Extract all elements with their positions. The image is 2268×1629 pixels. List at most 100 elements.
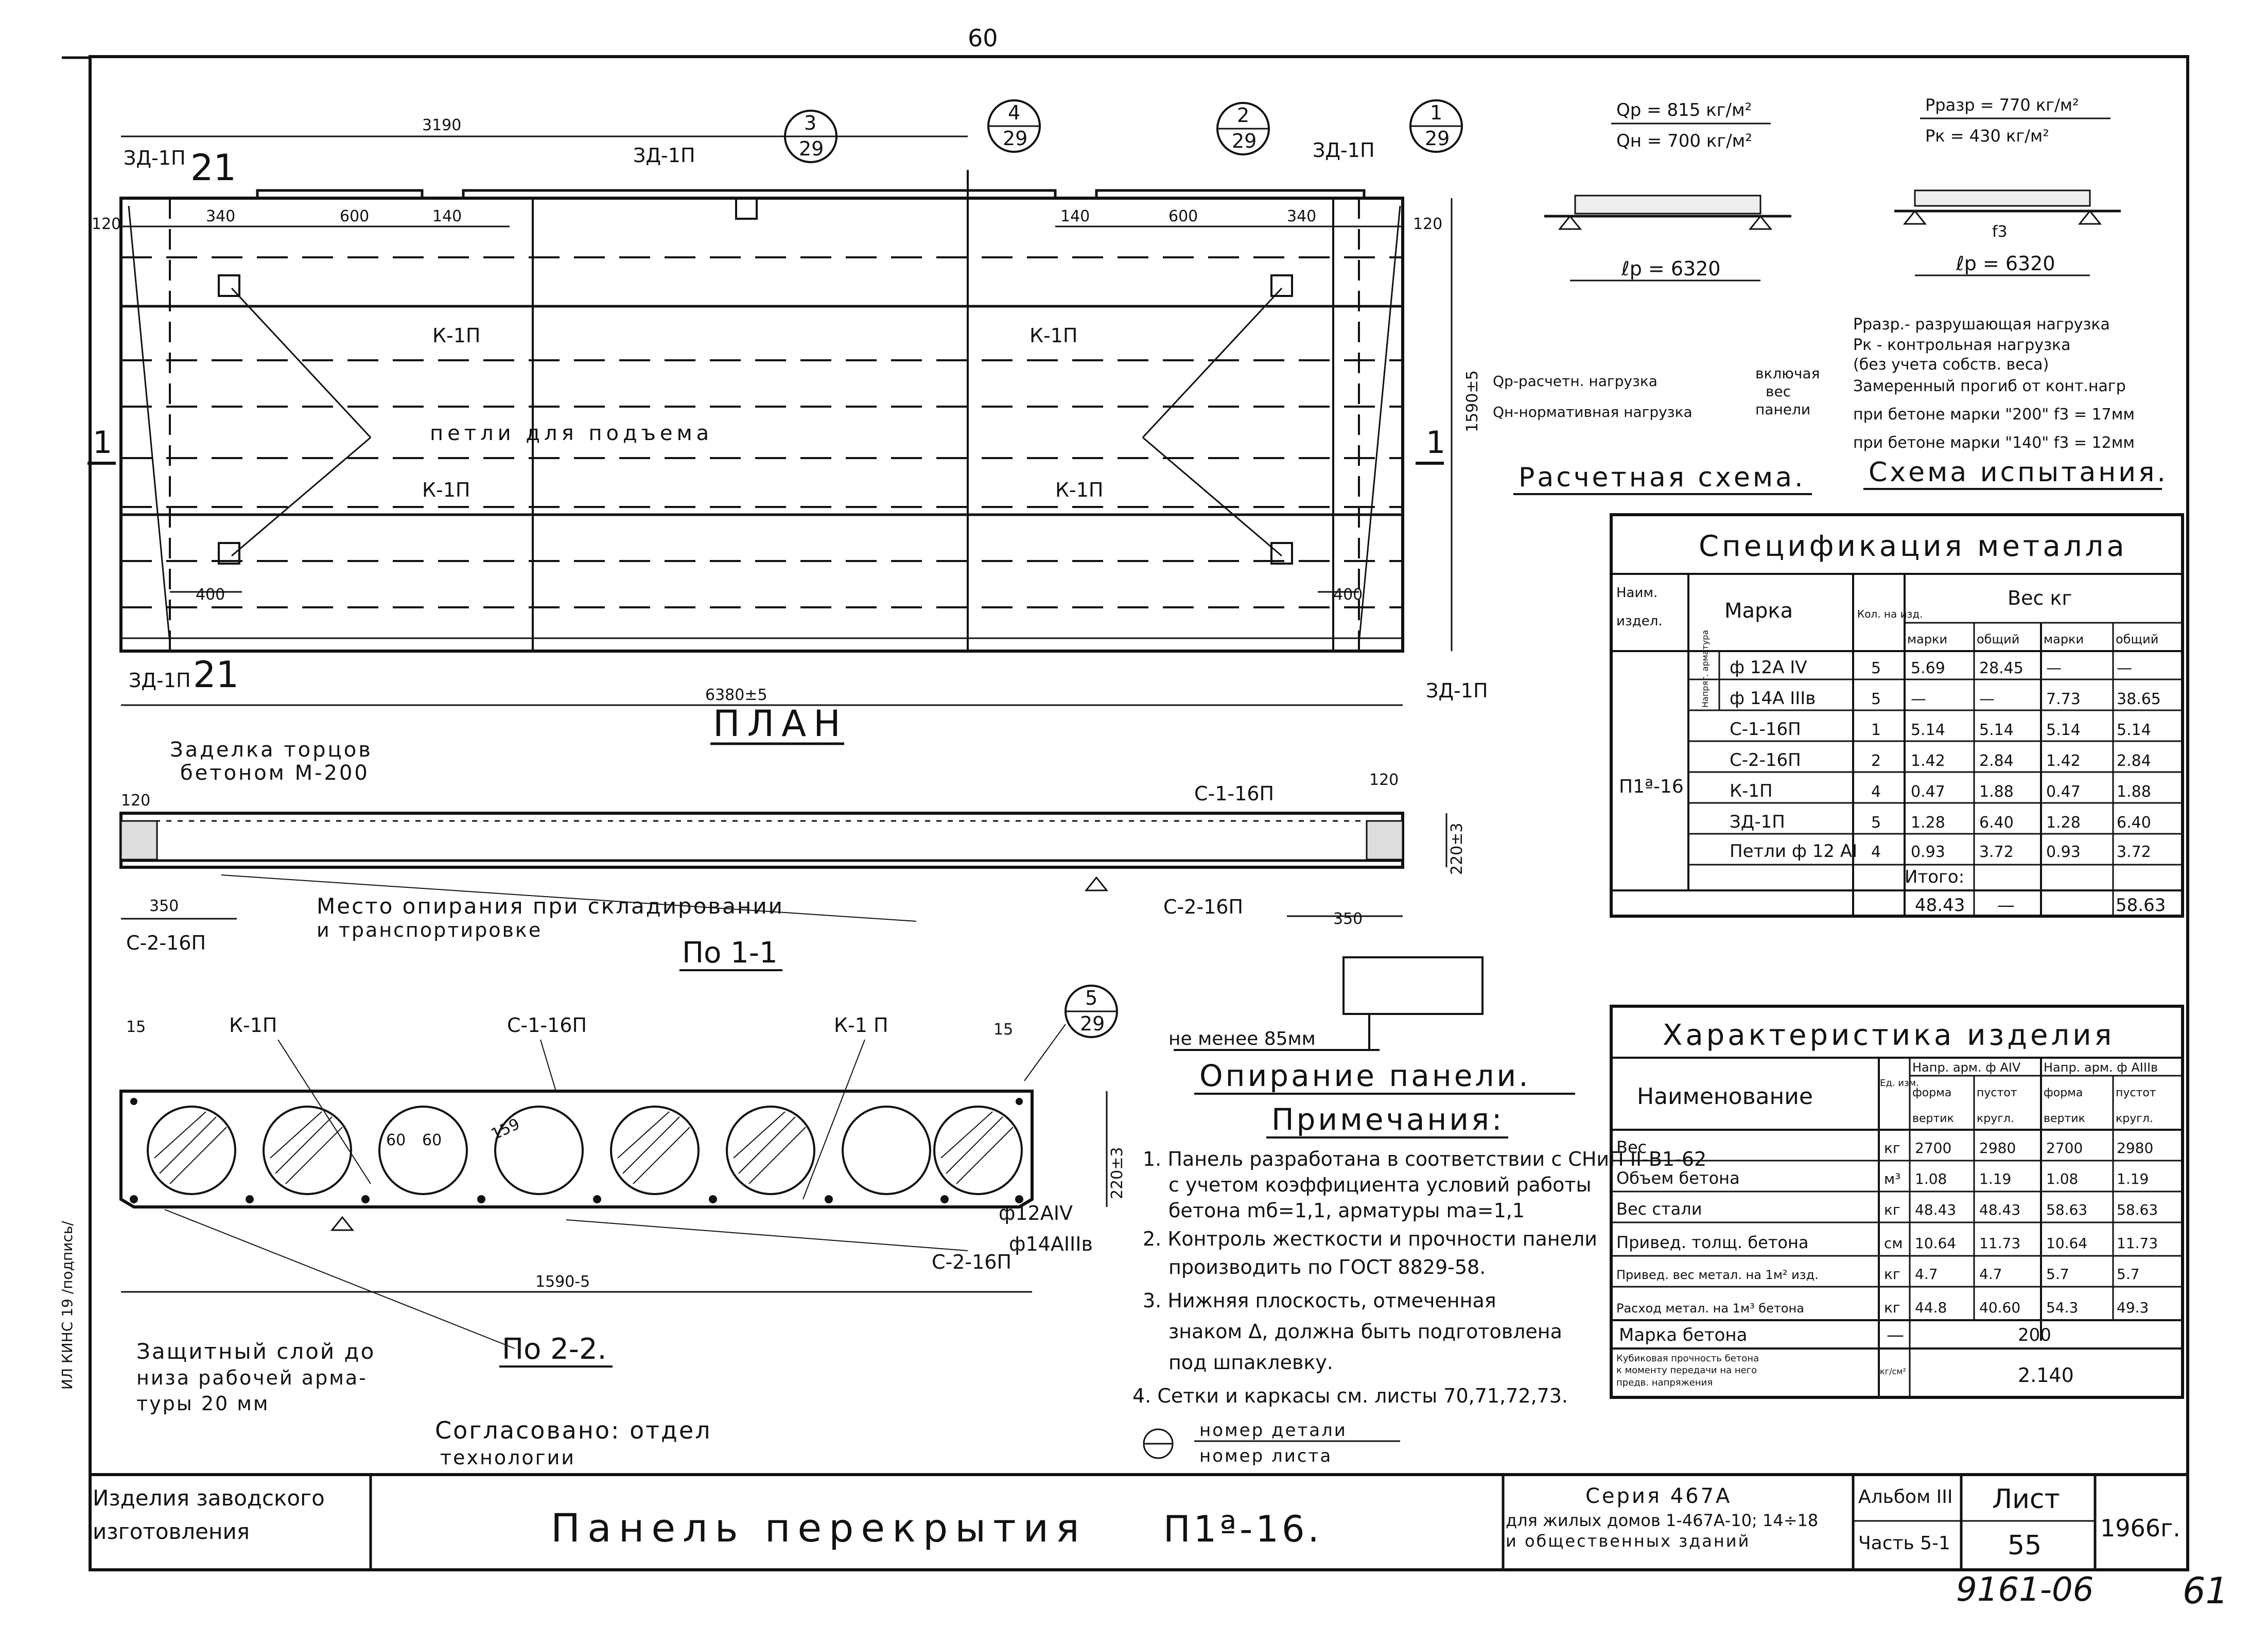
calc-title: Расчетная схема. <box>1519 462 1805 493</box>
sub-void-2: пустот <box>2116 1087 2156 1099</box>
spec-cell: ф 14А IIIв <box>1730 688 1816 709</box>
char-cell: м³ <box>1884 1170 1900 1187</box>
end-seal-left <box>120 820 158 861</box>
char-cell: 2700 <box>2046 1140 2083 1157</box>
dim-340-right: 340 <box>1287 207 1316 225</box>
loop-diagonals <box>128 205 1401 644</box>
load-block <box>1574 195 1761 215</box>
head-b: Напр. арм. ф АIIIв <box>2044 1060 2158 1075</box>
char-title: Характеристика изделия <box>1663 1019 2115 1052</box>
voids <box>147 1106 1023 1195</box>
test-note: (без учета собств. веса) <box>1853 356 2049 374</box>
callout-5-29: 5 29 <box>1065 985 1118 1038</box>
char-cell: 48.43 <box>1979 1201 2020 1218</box>
dim-120-right: 120 <box>1413 215 1442 233</box>
tb-part: Часть 5-1 <box>1858 1533 1950 1554</box>
spec-cell: 0.93 <box>1911 843 1945 861</box>
tb-left: Изделия заводского <box>93 1485 325 1511</box>
char-cell: 2700 <box>1915 1140 1951 1157</box>
side-stamp: ИЛ КИНС 19 /подпись/ <box>59 1221 76 1390</box>
char-cell: Расход метал. на 1м³ бетона <box>1616 1301 1804 1316</box>
calc-qn: Qн = 700 кг/м² <box>1616 131 1752 151</box>
dim-600-right: 600 <box>1168 207 1198 225</box>
spec-cell: 4 <box>1871 843 1881 861</box>
dim-width: 1590-5 <box>535 1273 590 1291</box>
dim-120-left: 120 <box>121 792 150 810</box>
strength-unit: кг/см² <box>1880 1367 1906 1376</box>
label-k1p-right: К-1 П <box>834 1014 888 1037</box>
char-cell: кг <box>1884 1299 1900 1316</box>
spec-cell: 1.42 <box>2046 752 2081 770</box>
lifting-loop <box>218 274 240 297</box>
tb-series-3: и общественных зданий <box>1506 1531 1750 1551</box>
spec-cell: 1.28 <box>2046 814 2081 832</box>
approved-label: Согласовано: отдел <box>435 1416 712 1444</box>
label-k1p: К-1П <box>432 324 480 347</box>
page-number: 60 <box>968 24 998 52</box>
spec-cell: 2 <box>1871 752 1881 770</box>
page-number-right: 61 <box>2183 1570 2228 1612</box>
legend-top: номер детали <box>1199 1420 1347 1441</box>
char-cell: см <box>1884 1235 1903 1252</box>
char-cell: кг <box>1884 1140 1900 1157</box>
spec-cell: 1.88 <box>1979 783 2014 801</box>
plan-top-edge <box>121 189 1366 200</box>
tb-name: Панель перекрытия <box>551 1505 1087 1551</box>
end-seal-label-2: бетоном М-200 <box>180 761 370 785</box>
spec-cell: 38.65 <box>2117 690 2161 708</box>
sheet-frame <box>89 55 2189 1571</box>
char-cell: 58.63 <box>2117 1201 2158 1218</box>
svg-text:29: 29 <box>799 137 824 160</box>
head-w-mark: марки <box>1907 632 1947 646</box>
spec-cell: 5.14 <box>1979 721 2014 739</box>
dim-60b: 60 <box>422 1131 442 1149</box>
section-height: 220±3 <box>1108 1147 1126 1199</box>
approved-label-2: технологии <box>440 1446 575 1469</box>
section-2-title: По 2-2. <box>502 1333 606 1366</box>
spec-cell: 6.40 <box>1979 814 2014 832</box>
calc-span: ℓр = 6320 <box>1621 257 1721 280</box>
label-zd-top-right: ЗД-1П <box>1313 139 1375 162</box>
sub-form-2: форма <box>2044 1087 2083 1099</box>
strength-value: 2.140 <box>2018 1364 2074 1387</box>
label-zd-bottom-right: ЗД-1П <box>1426 679 1488 702</box>
char-cell: кг <box>1884 1201 1900 1218</box>
spec-cell: 28.45 <box>1979 659 2023 677</box>
dim-120-right: 120 <box>1369 771 1399 789</box>
support-left <box>1903 209 1927 225</box>
spec-cell: — <box>1979 690 1995 708</box>
char-cell: 5.7 <box>2117 1266 2140 1283</box>
dim-width: 1590±5 <box>1463 370 1481 432</box>
total-w3: 58.63 <box>2116 895 2166 916</box>
svg-text:1: 1 <box>1430 101 1442 124</box>
char-cell: 48.43 <box>1915 1201 1956 1218</box>
tb-mark: П1ª-16. <box>1163 1508 1322 1550</box>
spec-cell: С-2-16П <box>1730 750 1801 770</box>
head-w-total-2: общий <box>2116 632 2158 646</box>
dim-340-left: 340 <box>206 207 235 225</box>
svg-text:2: 2 <box>1237 104 1249 127</box>
char-cell: 40.60 <box>1979 1299 2020 1316</box>
char-cell: 11.73 <box>2117 1235 2158 1252</box>
label-zd-top-mid: ЗД-1П <box>633 144 695 167</box>
label-c2-left: С-2-16П <box>126 932 206 954</box>
test-note: при бетоне марки "140" f3 = 12мм <box>1853 434 2135 452</box>
label-k1p: К-1П <box>422 479 470 501</box>
char-cell: 10.64 <box>2046 1235 2087 1252</box>
sub-form: форма <box>1912 1087 1951 1099</box>
lifting-loop <box>1270 542 1293 565</box>
dim-159: 159 <box>489 1115 523 1144</box>
char-cell: 4.7 <box>1915 1266 1938 1283</box>
char-cell: Вес стали <box>1616 1199 1702 1219</box>
spec-cell: 4 <box>1871 783 1881 801</box>
section-height: 220±3 <box>1448 823 1466 875</box>
legend-bottom: номер листа <box>1199 1446 1332 1466</box>
spec-cell: С-1-16П <box>1730 719 1801 740</box>
support-leader <box>221 874 917 922</box>
char-cell: 11.73 <box>1979 1235 2020 1252</box>
spec-cell: 0.93 <box>2046 843 2081 861</box>
char-cell: 10.64 <box>1915 1235 1956 1252</box>
spec-cell: 0.47 <box>2046 783 2081 801</box>
legend-qn: Qн-нормативная нагрузка <box>1493 404 1693 421</box>
char-cell: 44.8 <box>1915 1299 1947 1316</box>
